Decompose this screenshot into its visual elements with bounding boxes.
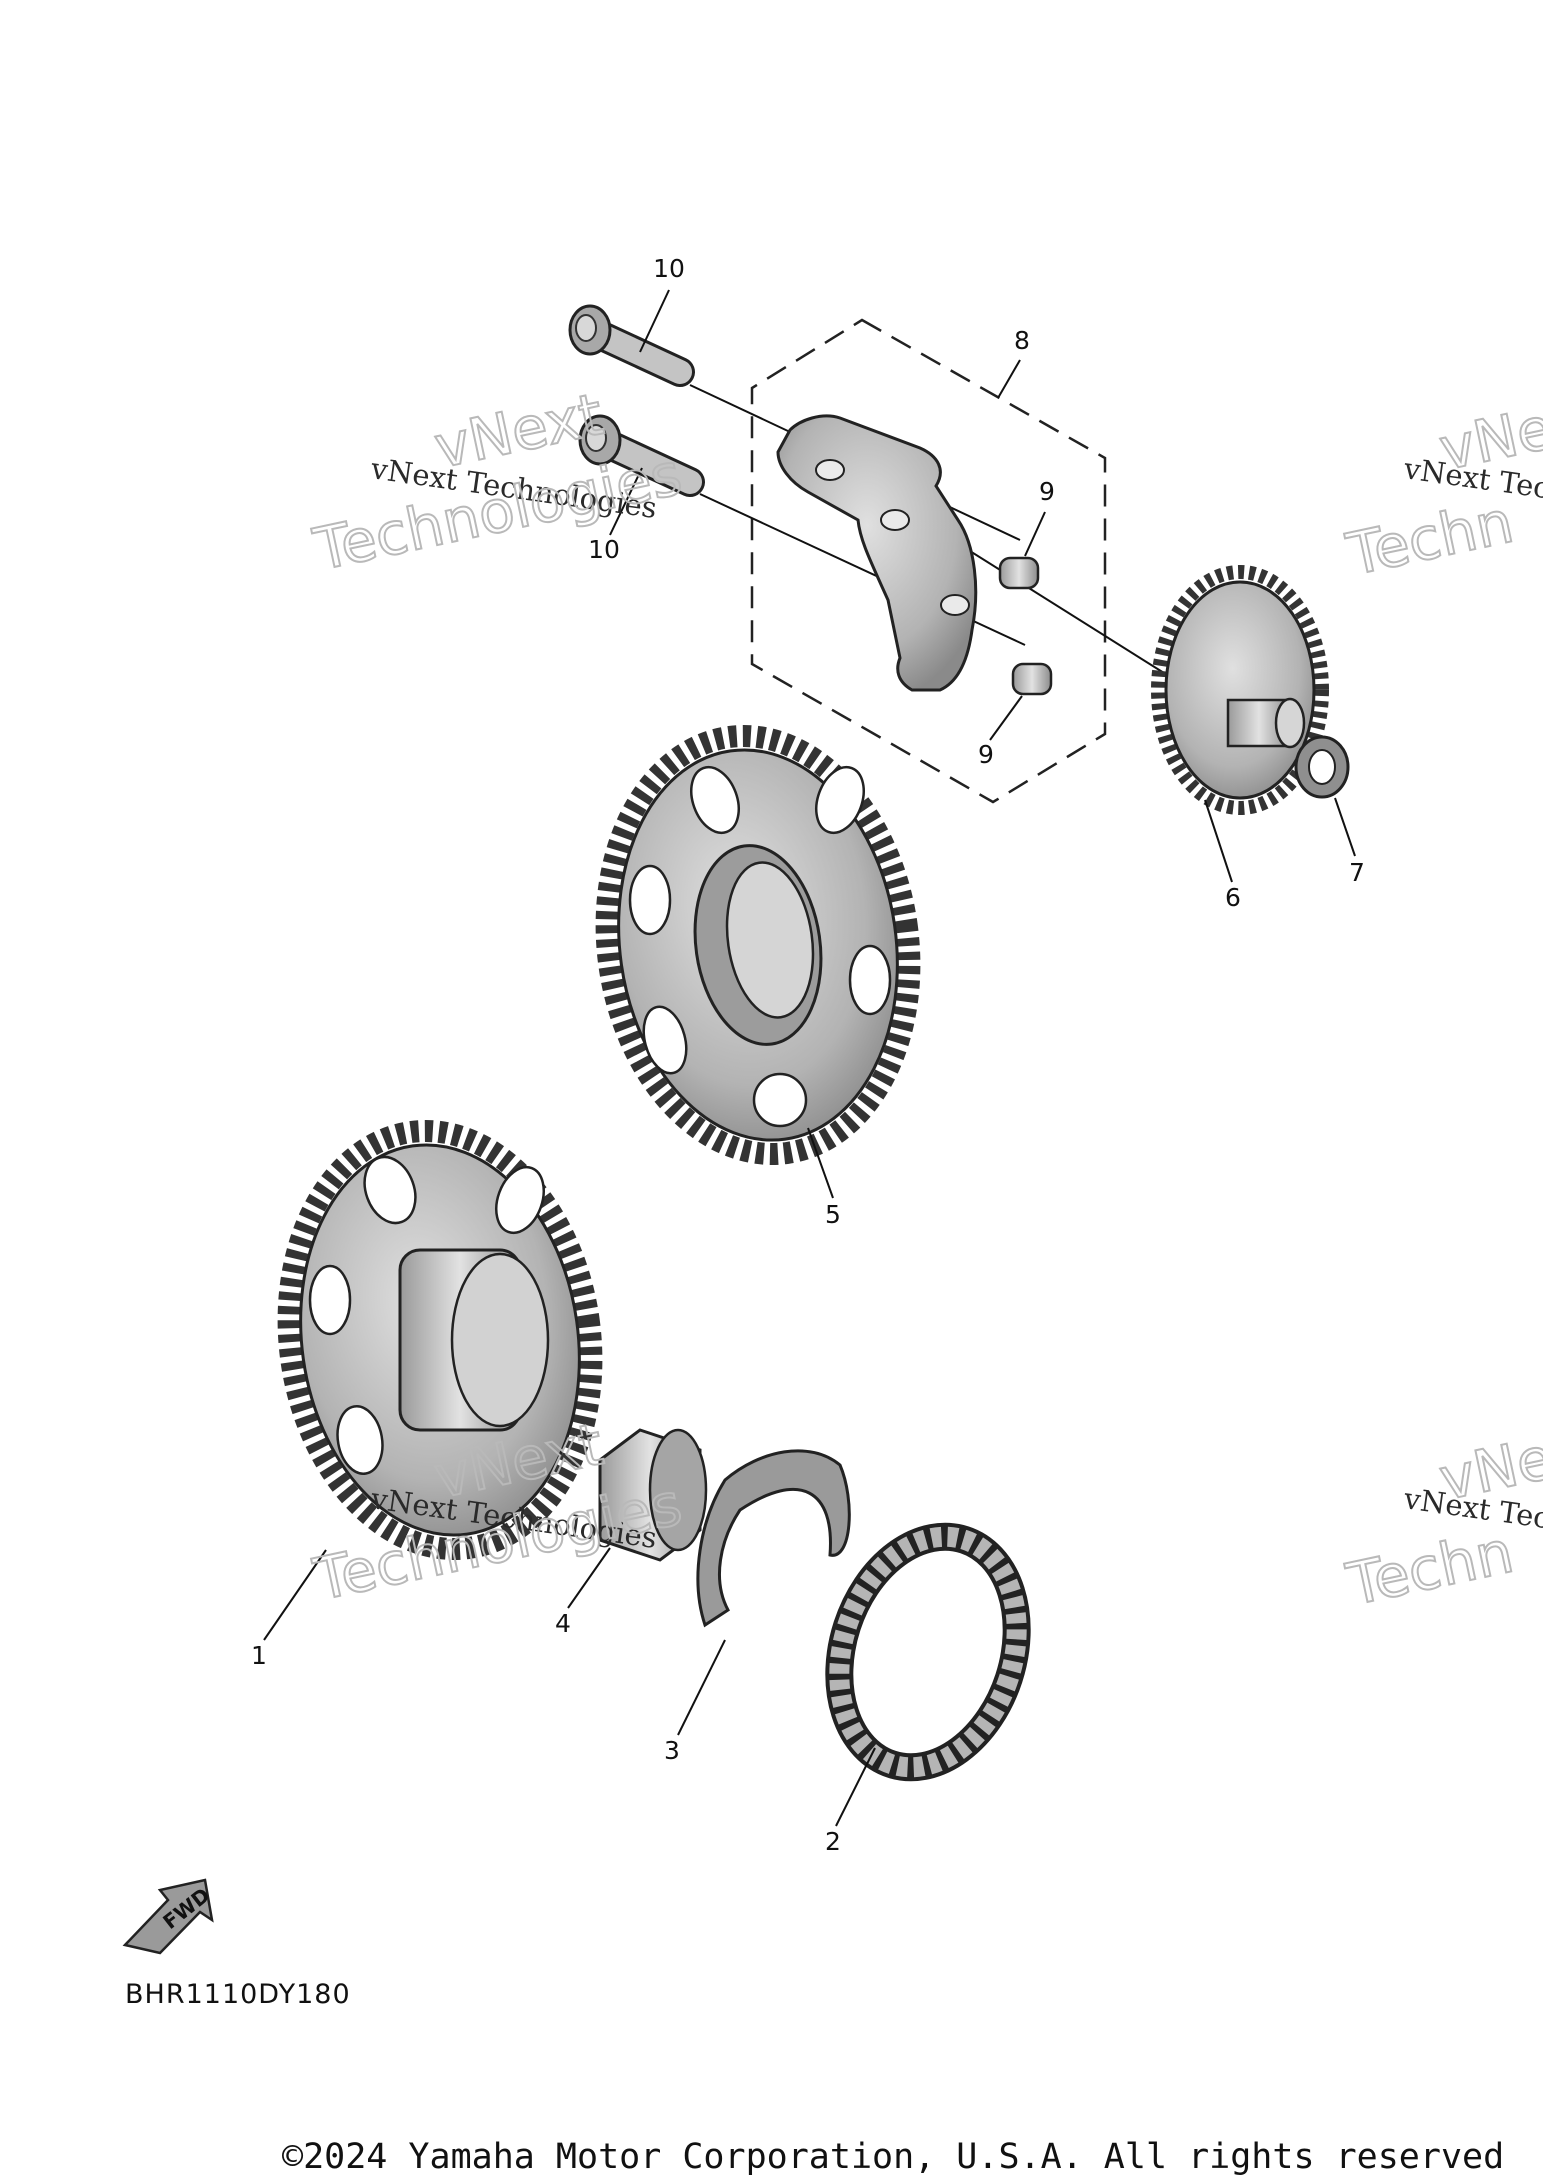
callouts: 10 8 10 9 9 6 7 5 1 4 3 2 bbox=[251, 254, 1365, 1856]
washer-7 bbox=[1294, 735, 1350, 799]
bolt-10-lower bbox=[578, 414, 705, 497]
idler-gear-6 bbox=[1151, 565, 1329, 815]
callout-10-top: 10 bbox=[653, 254, 685, 283]
assembly-8-dashed-box bbox=[750, 318, 1107, 804]
callout-2: 2 bbox=[825, 1827, 841, 1856]
watermark-cut-2-lower: Techn bbox=[1341, 1518, 1519, 1619]
watermark-cut-2-upper: Techn bbox=[1341, 488, 1519, 589]
callout-8: 8 bbox=[1014, 326, 1030, 355]
fwd-arrow-icon: FWD bbox=[122, 1878, 214, 1955]
copyright-notice: ©2024 Yamaha Motor Corporation, U.S.A. A… bbox=[282, 2137, 1504, 2176]
circlip-3 bbox=[696, 1449, 851, 1628]
callout-3: 3 bbox=[664, 1736, 680, 1765]
callout-5: 5 bbox=[825, 1200, 841, 1229]
callout-1: 1 bbox=[251, 1641, 267, 1670]
callout-4: 4 bbox=[555, 1609, 571, 1638]
starter-gear-5 bbox=[595, 724, 921, 1166]
idler-gear-bracket bbox=[776, 414, 978, 692]
sleeve-4 bbox=[598, 1428, 708, 1562]
diagram-code: BHR1110DY180 bbox=[125, 1979, 351, 2010]
callout-6: 6 bbox=[1225, 883, 1241, 912]
bushing-9-upper bbox=[998, 556, 1040, 590]
callout-9-lower: 9 bbox=[978, 740, 994, 769]
callout-7: 7 bbox=[1349, 858, 1365, 887]
callout-10-lower: 10 bbox=[588, 535, 620, 564]
one-way-clutch-2 bbox=[825, 1522, 1031, 1782]
callout-9-upper: 9 bbox=[1039, 477, 1055, 506]
starter-driven-gear-1 bbox=[277, 1119, 603, 1561]
bolt-10-top bbox=[568, 304, 695, 387]
bushing-9-lower bbox=[1011, 662, 1053, 696]
